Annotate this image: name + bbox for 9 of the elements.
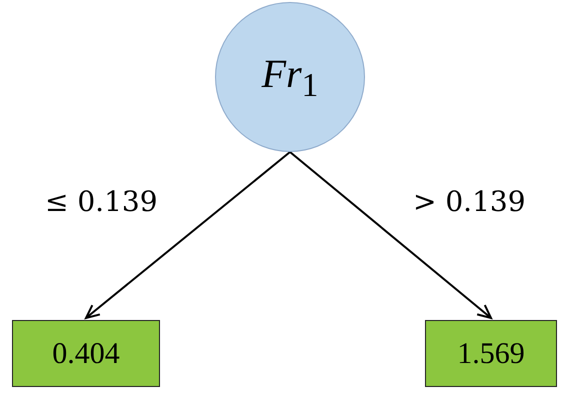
edge-label: ≤ 0.139 (45, 185, 158, 218)
edge-label: > 0.139 (413, 185, 526, 218)
variable-label: Fr$_{1}$ (262, 50, 318, 104)
arrow (289, 151, 492, 319)
value-label: 1.569 (457, 336, 525, 370)
leaf-box (425, 320, 557, 387)
leaf-box (12, 320, 160, 387)
arrow (85, 151, 291, 319)
value-label: 0.404 (52, 336, 120, 370)
